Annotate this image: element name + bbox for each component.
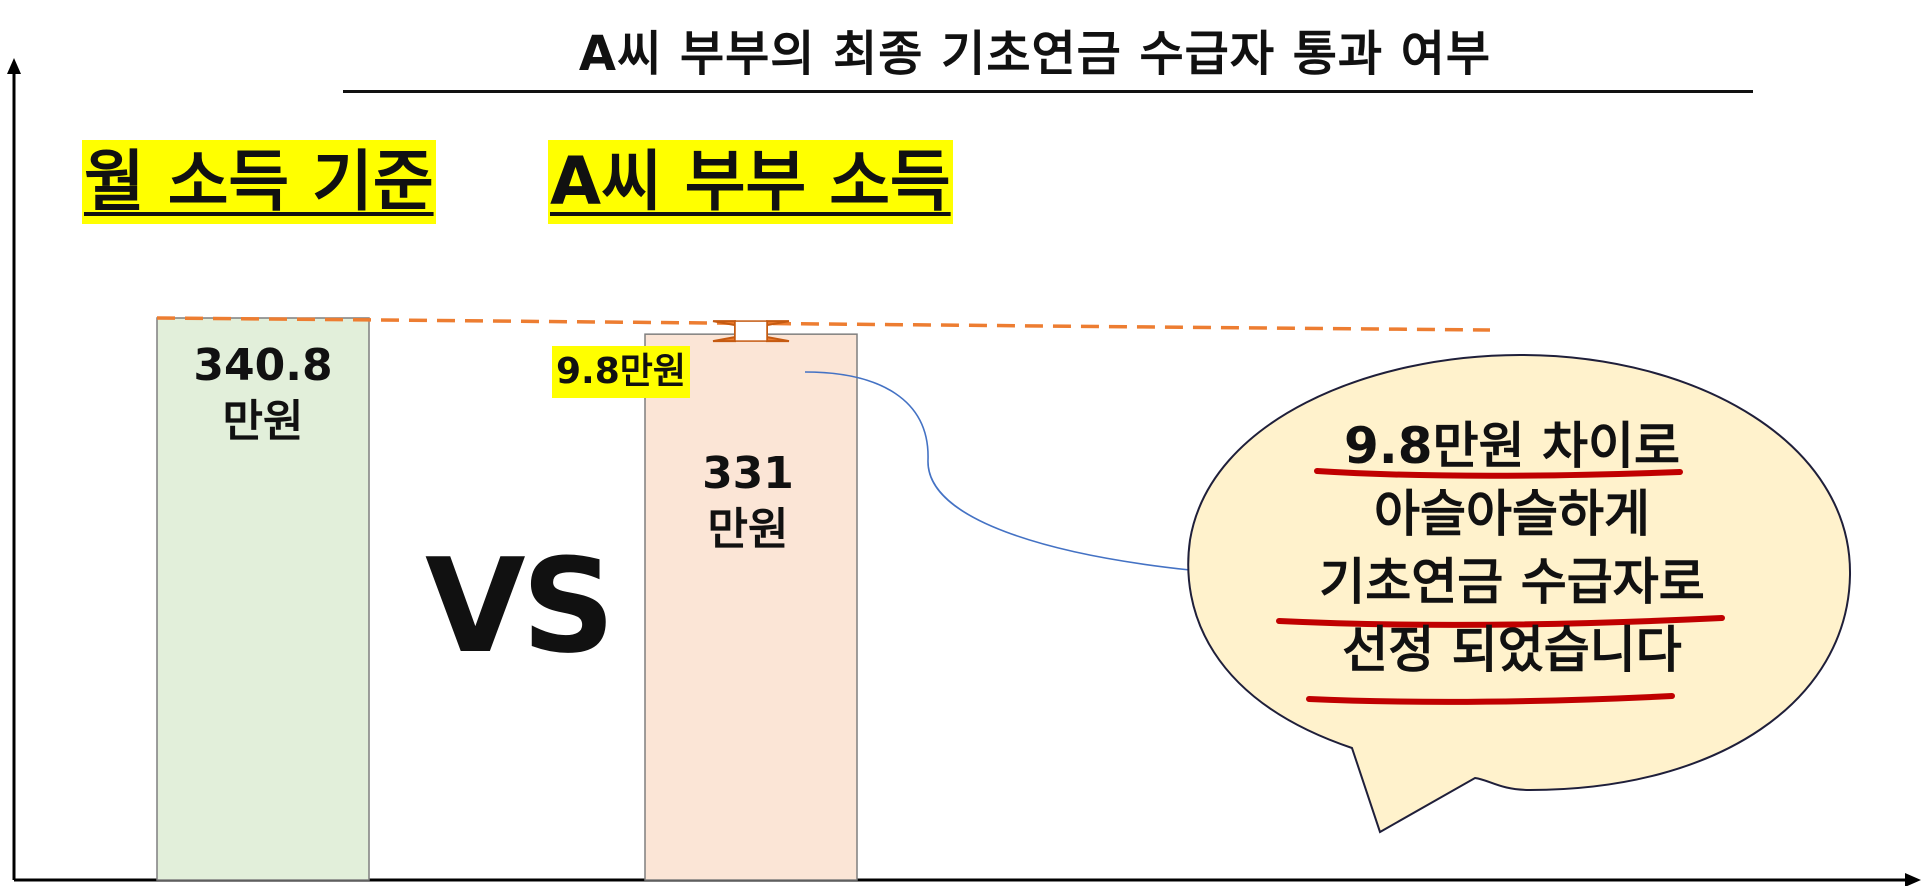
- header-threshold: 월 소득 기준: [82, 140, 436, 224]
- bubble-line-4: 선정 되었습니다: [1342, 621, 1682, 679]
- header-couple-income: A씨 부부 소득: [548, 140, 953, 224]
- red-underline-2: [1276, 615, 1725, 628]
- title-underline: [343, 90, 1753, 93]
- speech-bubble-text: 9.8만원 차이로 아슬아슬하게 기초연금 수급자로 선정 되었습니다: [1252, 412, 1772, 684]
- x-axis-arrowhead: [1905, 873, 1921, 886]
- bubble-line-1: 9.8만원 차이로: [1344, 417, 1680, 475]
- bar-threshold: [156, 317, 370, 881]
- bubble-line-2: 아슬아슬하게: [1374, 485, 1650, 543]
- bar-value-threshold: 340.8: [193, 340, 333, 391]
- chart-title: A씨 부부의 최종 기초연금 수급자 통과 여부: [578, 26, 1492, 82]
- bar-value-label-income: 331 만원: [643, 446, 853, 558]
- bar-unit-threshold: 만원: [222, 396, 304, 447]
- bar-value-income: 331: [702, 448, 794, 499]
- difference-arrow-gap: [734, 320, 768, 342]
- vs-label: VS: [425, 530, 615, 682]
- red-underline-1: [1314, 468, 1683, 479]
- bubble-line-3: 기초연금 수급자로: [1319, 553, 1705, 611]
- bar-income: [644, 333, 858, 881]
- difference-badge: 9.8만원: [552, 346, 691, 398]
- bar-value-label-threshold: 340.8 만원: [158, 338, 368, 450]
- connector-line: [804, 371, 1191, 571]
- red-underline-3: [1306, 693, 1675, 705]
- y-axis-arrowhead: [7, 58, 21, 74]
- bar-unit-income: 만원: [707, 504, 789, 555]
